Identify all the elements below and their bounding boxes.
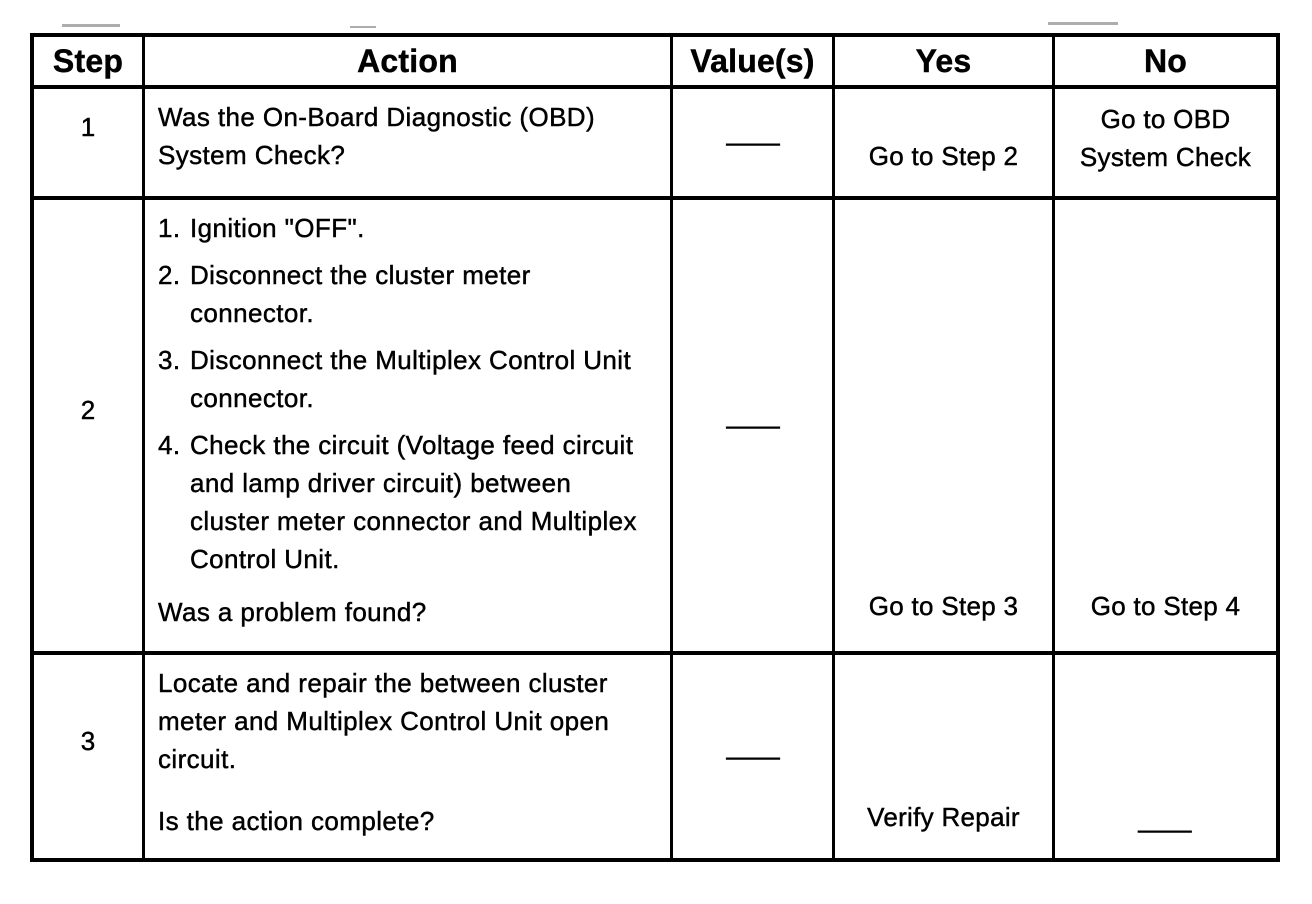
header-action-label: Action <box>357 42 458 79</box>
scan-artifact <box>62 24 120 27</box>
value-cell: — <box>673 655 835 858</box>
step-number: 2 <box>80 395 96 425</box>
action-cell: Locate and repair the between cluster me… <box>145 655 673 858</box>
header-step-label: Step <box>52 42 124 79</box>
action-item-number: 1. <box>158 213 181 243</box>
yes-action-text: Go to Step 2 <box>868 140 1019 171</box>
action-paragraph: Locate and repair the between cluster me… <box>158 668 610 774</box>
no-value-dash: — <box>725 741 780 771</box>
action-paragraph: Was the On-Board Diagnostic (OBD) System… <box>158 102 596 170</box>
action-list-item: 2. Disconnect the cluster meter connector… <box>158 256 644 332</box>
table-row-step-3: 3 Locate and repair the between cluster m… <box>34 655 1276 858</box>
header-yes-label: Yes <box>915 42 972 79</box>
no-dash: — <box>1138 814 1193 844</box>
step-cell: 2 <box>34 200 145 655</box>
column-header-values: Value(s) <box>673 37 835 89</box>
no-action-text: Go to Step 4 <box>1090 591 1241 621</box>
action-item-text: Ignition "OFF". <box>190 213 365 243</box>
action-item-number: 4. <box>158 430 181 460</box>
action-item-text: Check the circuit (Voltage feed circuit … <box>190 430 637 574</box>
action-item-number: 3. <box>158 345 181 375</box>
step-cell: 3 <box>34 655 145 858</box>
no-value-dash: — <box>725 127 780 157</box>
value-cell: — <box>673 89 835 200</box>
action-question: Was a problem found? <box>158 597 427 627</box>
header-row: Step Action Value(s) Yes No <box>34 37 1276 89</box>
scan-artifact <box>1048 22 1118 25</box>
scan-artifact <box>350 26 376 28</box>
table-row-step-2: 2 1. Ignition "OFF". 2. Disconnect the clust… <box>34 200 1276 655</box>
action-list-item: 1. Ignition "OFF". <box>158 209 644 247</box>
step-number: 1 <box>80 112 96 142</box>
table-row-step-1: 1 Was the On-Board Diagnostic (OBD) Syste… <box>34 89 1276 200</box>
no-value-dash: — <box>725 410 780 440</box>
column-header-action: Action <box>145 37 673 89</box>
no-action-text: Go to OBD System Check <box>1079 103 1252 172</box>
action-item-text: Disconnect the cluster meter connector. <box>190 260 531 328</box>
action-item-text: Disconnect the Multiplex Control Unit co… <box>190 345 632 413</box>
action-cell: Was the On-Board Diagnostic (OBD) System… <box>145 89 673 200</box>
action-question: Is the action complete? <box>158 806 435 836</box>
action-list-item: 3. Disconnect the Multiplex Control Unit … <box>158 341 644 417</box>
action-item-number: 2. <box>158 260 181 290</box>
yes-action-text: Verify Repair <box>867 802 1020 832</box>
value-cell: — <box>673 200 835 655</box>
column-header-yes: Yes <box>835 37 1055 89</box>
step-cell: 1 <box>34 89 145 200</box>
header-no-label: No <box>1143 42 1188 79</box>
no-cell: — <box>1055 655 1276 858</box>
no-cell: Go to OBD System Check <box>1055 89 1276 200</box>
column-header-step: Step <box>34 37 145 89</box>
yes-cell: Go to Step 3 <box>835 200 1055 655</box>
step-number: 3 <box>80 726 96 756</box>
yes-action-text: Go to Step 3 <box>868 591 1019 621</box>
action-list-item: 4. Check the circuit (Voltage feed circui… <box>158 426 644 578</box>
diagnostic-table: Step Action Value(s) Yes No 1 Was the On-… <box>30 33 1280 862</box>
yes-cell: Go to Step 2 <box>835 89 1055 200</box>
column-header-no: No <box>1055 37 1276 89</box>
header-values-label: Value(s) <box>690 42 815 79</box>
no-cell: Go to Step 4 <box>1055 200 1276 655</box>
yes-cell: Verify Repair <box>835 655 1055 858</box>
action-cell: 1. Ignition "OFF". 2. Disconnect the cluste… <box>145 200 673 655</box>
